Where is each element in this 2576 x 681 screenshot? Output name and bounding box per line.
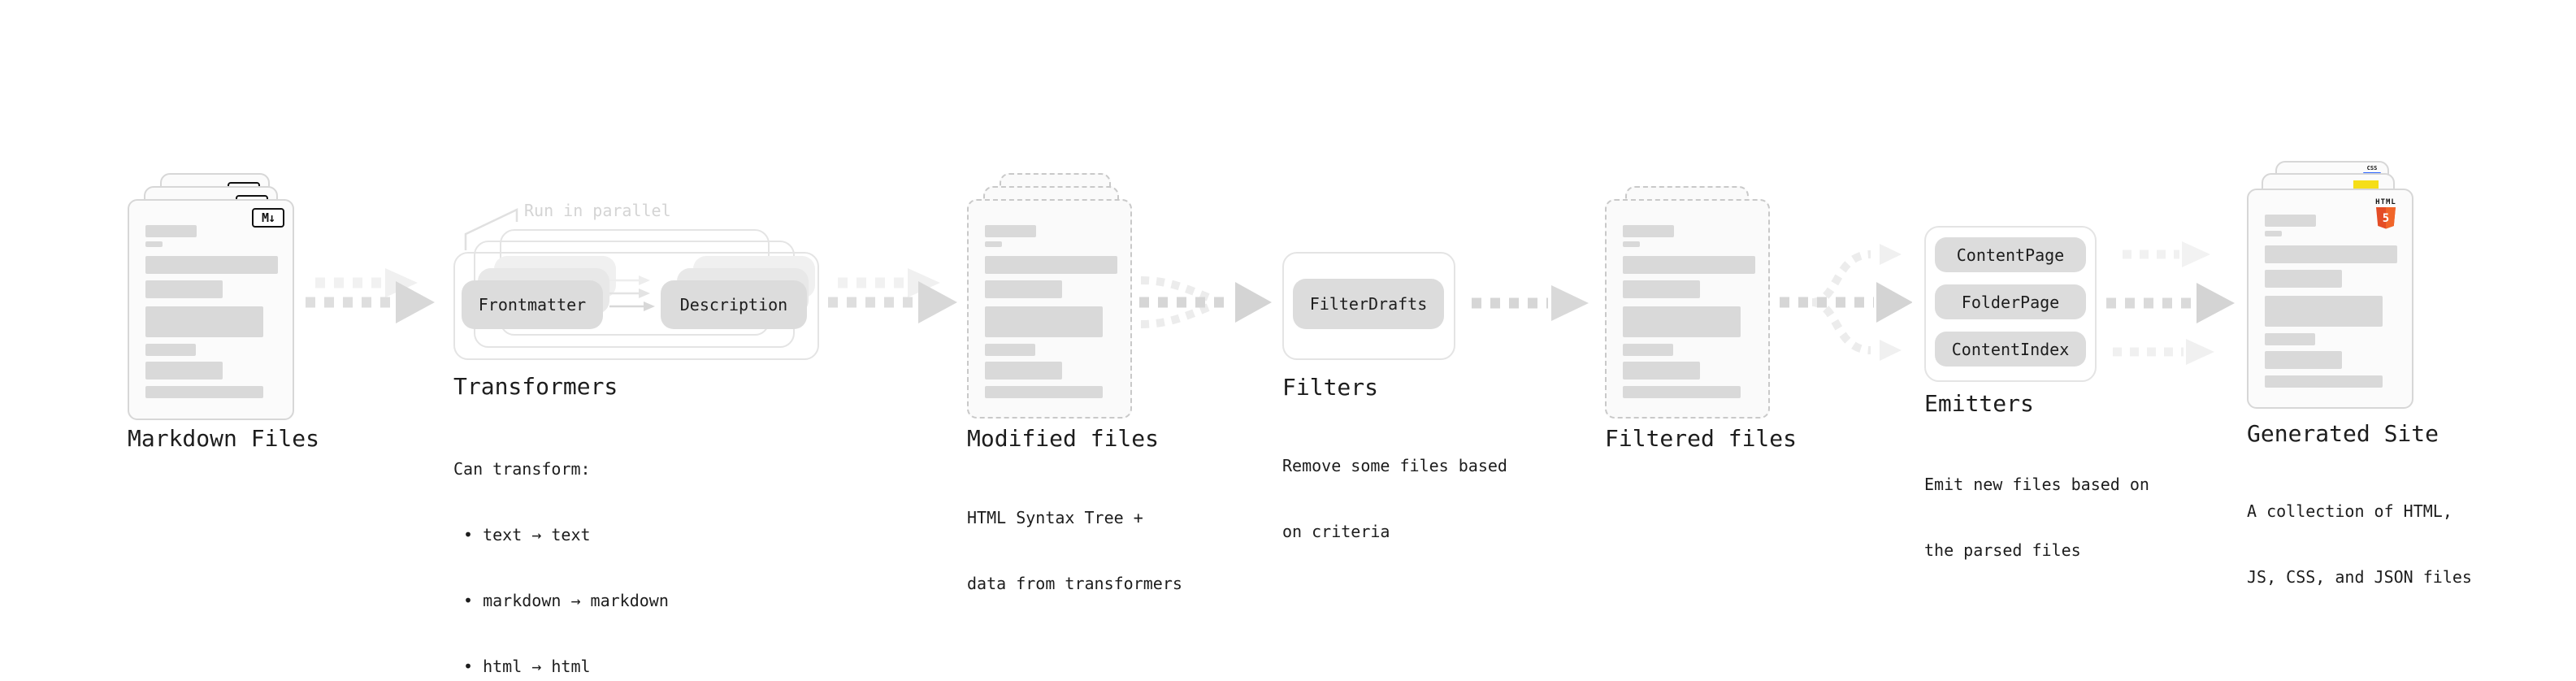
placeholder-bar	[985, 280, 1062, 298]
placeholder-bar	[2265, 245, 2397, 263]
stage-desc-modified-files: HTML Syntax Tree + data from transformer…	[967, 463, 1182, 639]
html5-icon: HTML 5	[2370, 198, 2402, 229]
desc-line: data from transformers	[967, 574, 1182, 593]
placeholder-bar	[985, 225, 1036, 237]
placeholder-bar	[1623, 306, 1741, 337]
placeholder-bar	[985, 344, 1035, 356]
placeholder-bar	[1623, 362, 1700, 380]
stage-title-filtered-files: Filtered files	[1605, 425, 1798, 452]
desc-line: Can transform:	[453, 459, 591, 479]
flow-arrow-emitters-to-generated-icon	[2106, 241, 2235, 365]
pill-folderpage: FolderPage	[1935, 284, 2086, 319]
placeholder-bar	[985, 362, 1062, 380]
desc-line: JS, CSS, and JSON files	[2247, 567, 2472, 587]
markdown-icon: M↓	[252, 208, 284, 228]
placeholder-bar	[2265, 333, 2315, 345]
placeholder-bar	[145, 306, 263, 337]
desc-line: the parsed files	[1924, 540, 2081, 560]
file-card-front-html: HTML 5	[2247, 189, 2413, 409]
placeholder-bar	[985, 241, 1002, 247]
stage-title-filters: Filters	[1282, 374, 1379, 401]
placeholder-bar	[985, 306, 1103, 337]
pill-frontmatter: Frontmatter	[462, 280, 603, 329]
file-card-front	[1605, 199, 1770, 419]
placeholder-bar	[2265, 296, 2383, 327]
desc-line: Emit new files based on	[1924, 475, 2149, 494]
flow-arrow-modified-to-filters-icon	[1139, 276, 1272, 328]
stage-title-transformers: Transformers	[453, 373, 618, 400]
html5-icon-shield: 5	[2376, 207, 2396, 229]
stage-title-modified-files: Modified files	[967, 425, 1160, 452]
placeholder-bar	[1623, 256, 1755, 274]
placeholder-bar	[2265, 270, 2342, 288]
stage-title-markdown-files: Markdown Files	[128, 425, 320, 452]
flow-arrow-markdown-to-transformers-icon	[306, 268, 435, 323]
pill-filterdrafts: FilterDrafts	[1293, 279, 1444, 329]
stage-desc-transformers: Can transform: • text → text • markdown …	[453, 414, 669, 681]
placeholder-bar	[2265, 375, 2383, 388]
desc-line: on criteria	[1282, 522, 1390, 541]
desc-line: A collection of HTML,	[2247, 501, 2452, 521]
placeholder-bar	[1623, 280, 1700, 298]
placeholder-bar	[145, 280, 223, 298]
stage-desc-emitters: Emit new files based on the parsed files	[1924, 430, 2149, 605]
placeholder-bar	[1623, 344, 1673, 356]
pill-description: Description	[661, 280, 807, 329]
transformer-frame-front	[453, 252, 819, 360]
stage-title-generated-site: Generated Site	[2247, 420, 2439, 447]
placeholder-bar	[145, 225, 197, 237]
stage-desc-filters: Remove some files based on criteria	[1282, 411, 1507, 587]
stage-title-emitters: Emitters	[1924, 390, 2034, 417]
file-card-front: M↓	[128, 199, 294, 420]
desc-line: • html → html	[463, 657, 591, 676]
placeholder-bar	[2265, 231, 2282, 236]
flow-arrow-filtered-to-emitters-icon	[1780, 244, 1912, 361]
mini-flow-arrows-icon	[609, 275, 655, 311]
placeholder-bar	[145, 241, 163, 247]
run-in-parallel-note: Run in parallel	[524, 201, 671, 220]
pill-contentpage: ContentPage	[1935, 237, 2086, 272]
placeholder-bar	[2265, 215, 2316, 227]
svg-text:5: 5	[2383, 212, 2389, 225]
flow-arrow-transformers-to-modified-icon	[828, 268, 957, 323]
desc-line: • text → text	[463, 525, 591, 544]
placeholder-bar	[1623, 241, 1640, 247]
pill-contentindex: ContentIndex	[1935, 332, 2086, 367]
desc-line: • markdown → markdown	[463, 591, 669, 610]
placeholder-bar	[145, 386, 263, 398]
placeholder-bar	[1623, 225, 1674, 237]
placeholder-bar	[1623, 386, 1741, 398]
leader-line	[464, 208, 518, 250]
placeholder-bar	[145, 344, 196, 356]
file-card-front	[967, 199, 1132, 419]
placeholder-bar	[2265, 351, 2342, 369]
placeholder-bar	[985, 256, 1117, 274]
html5-icon-word: HTML	[2375, 198, 2396, 206]
css-icon-label: CSS	[2366, 165, 2378, 171]
placeholder-bar	[145, 256, 278, 274]
placeholder-bar	[985, 386, 1103, 398]
desc-line: HTML Syntax Tree +	[967, 508, 1143, 527]
desc-line: Remove some files based	[1282, 456, 1507, 475]
placeholder-bar	[145, 362, 223, 380]
stage-desc-generated-site: A collection of HTML, JS, CSS, and JSON …	[2247, 457, 2472, 632]
flow-arrow-filters-to-filtered-icon	[1472, 285, 1589, 321]
